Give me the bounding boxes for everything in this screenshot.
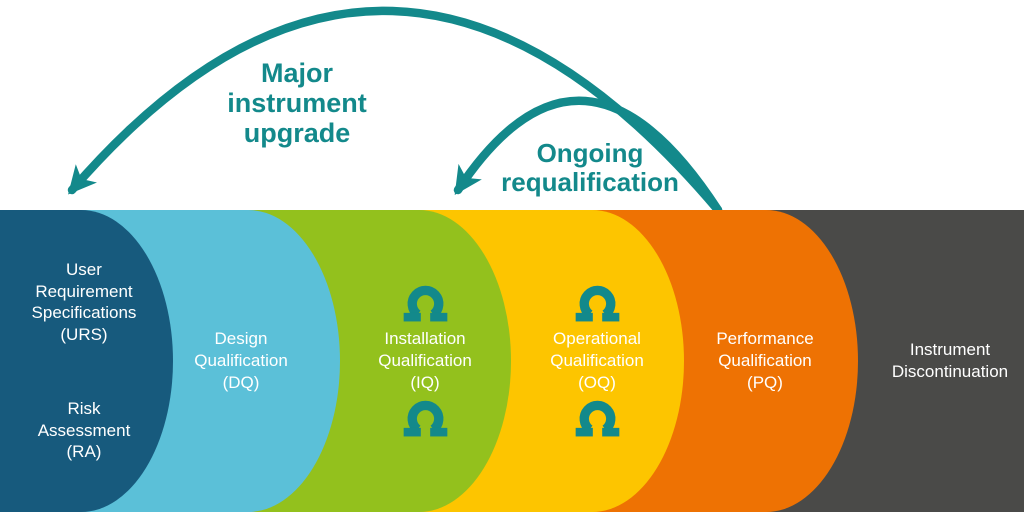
iq-text: Installation Qualification (IQ): [378, 329, 472, 392]
stage-label-urs-ra: User Requirement Specifications (URS) Ri…: [0, 210, 168, 512]
requalification-omega-icon: [402, 399, 449, 438]
lifecycle-band: User Requirement Specifications (URS) Ri…: [0, 210, 1024, 512]
pq-text: Performance Qualification (PQ): [716, 329, 814, 392]
major-upgrade-label: Major instrument upgrade: [227, 58, 367, 149]
ra-text: Risk Assessment (RA): [37, 398, 131, 462]
stage-label-iq: Installation Qualification (IQ): [336, 210, 514, 512]
requalification-omega-icon: [574, 399, 621, 438]
stage-label-discontinuation: Instrument Discontinuation: [852, 210, 1024, 512]
requalification-omega-icon: [574, 284, 621, 323]
urs-text: User Requirement Specifications (URS): [31, 259, 137, 345]
stage-label-pq: Performance Qualification (PQ): [676, 210, 854, 512]
discontinuation-text: Instrument Discontinuation: [891, 340, 1009, 381]
stage-label-dq: Design Qualification (DQ): [150, 210, 332, 512]
stage-label-oq: Operational Qualification (OQ): [508, 210, 686, 512]
stage-shape-urs-ra: [0, 210, 173, 512]
dq-text: Design Qualification (DQ): [194, 329, 288, 392]
requalification-omega-icon: [402, 284, 449, 323]
oq-text: Operational Qualification (OQ): [550, 329, 644, 392]
ongoing-requalification-label: Ongoing requalification: [501, 138, 679, 197]
